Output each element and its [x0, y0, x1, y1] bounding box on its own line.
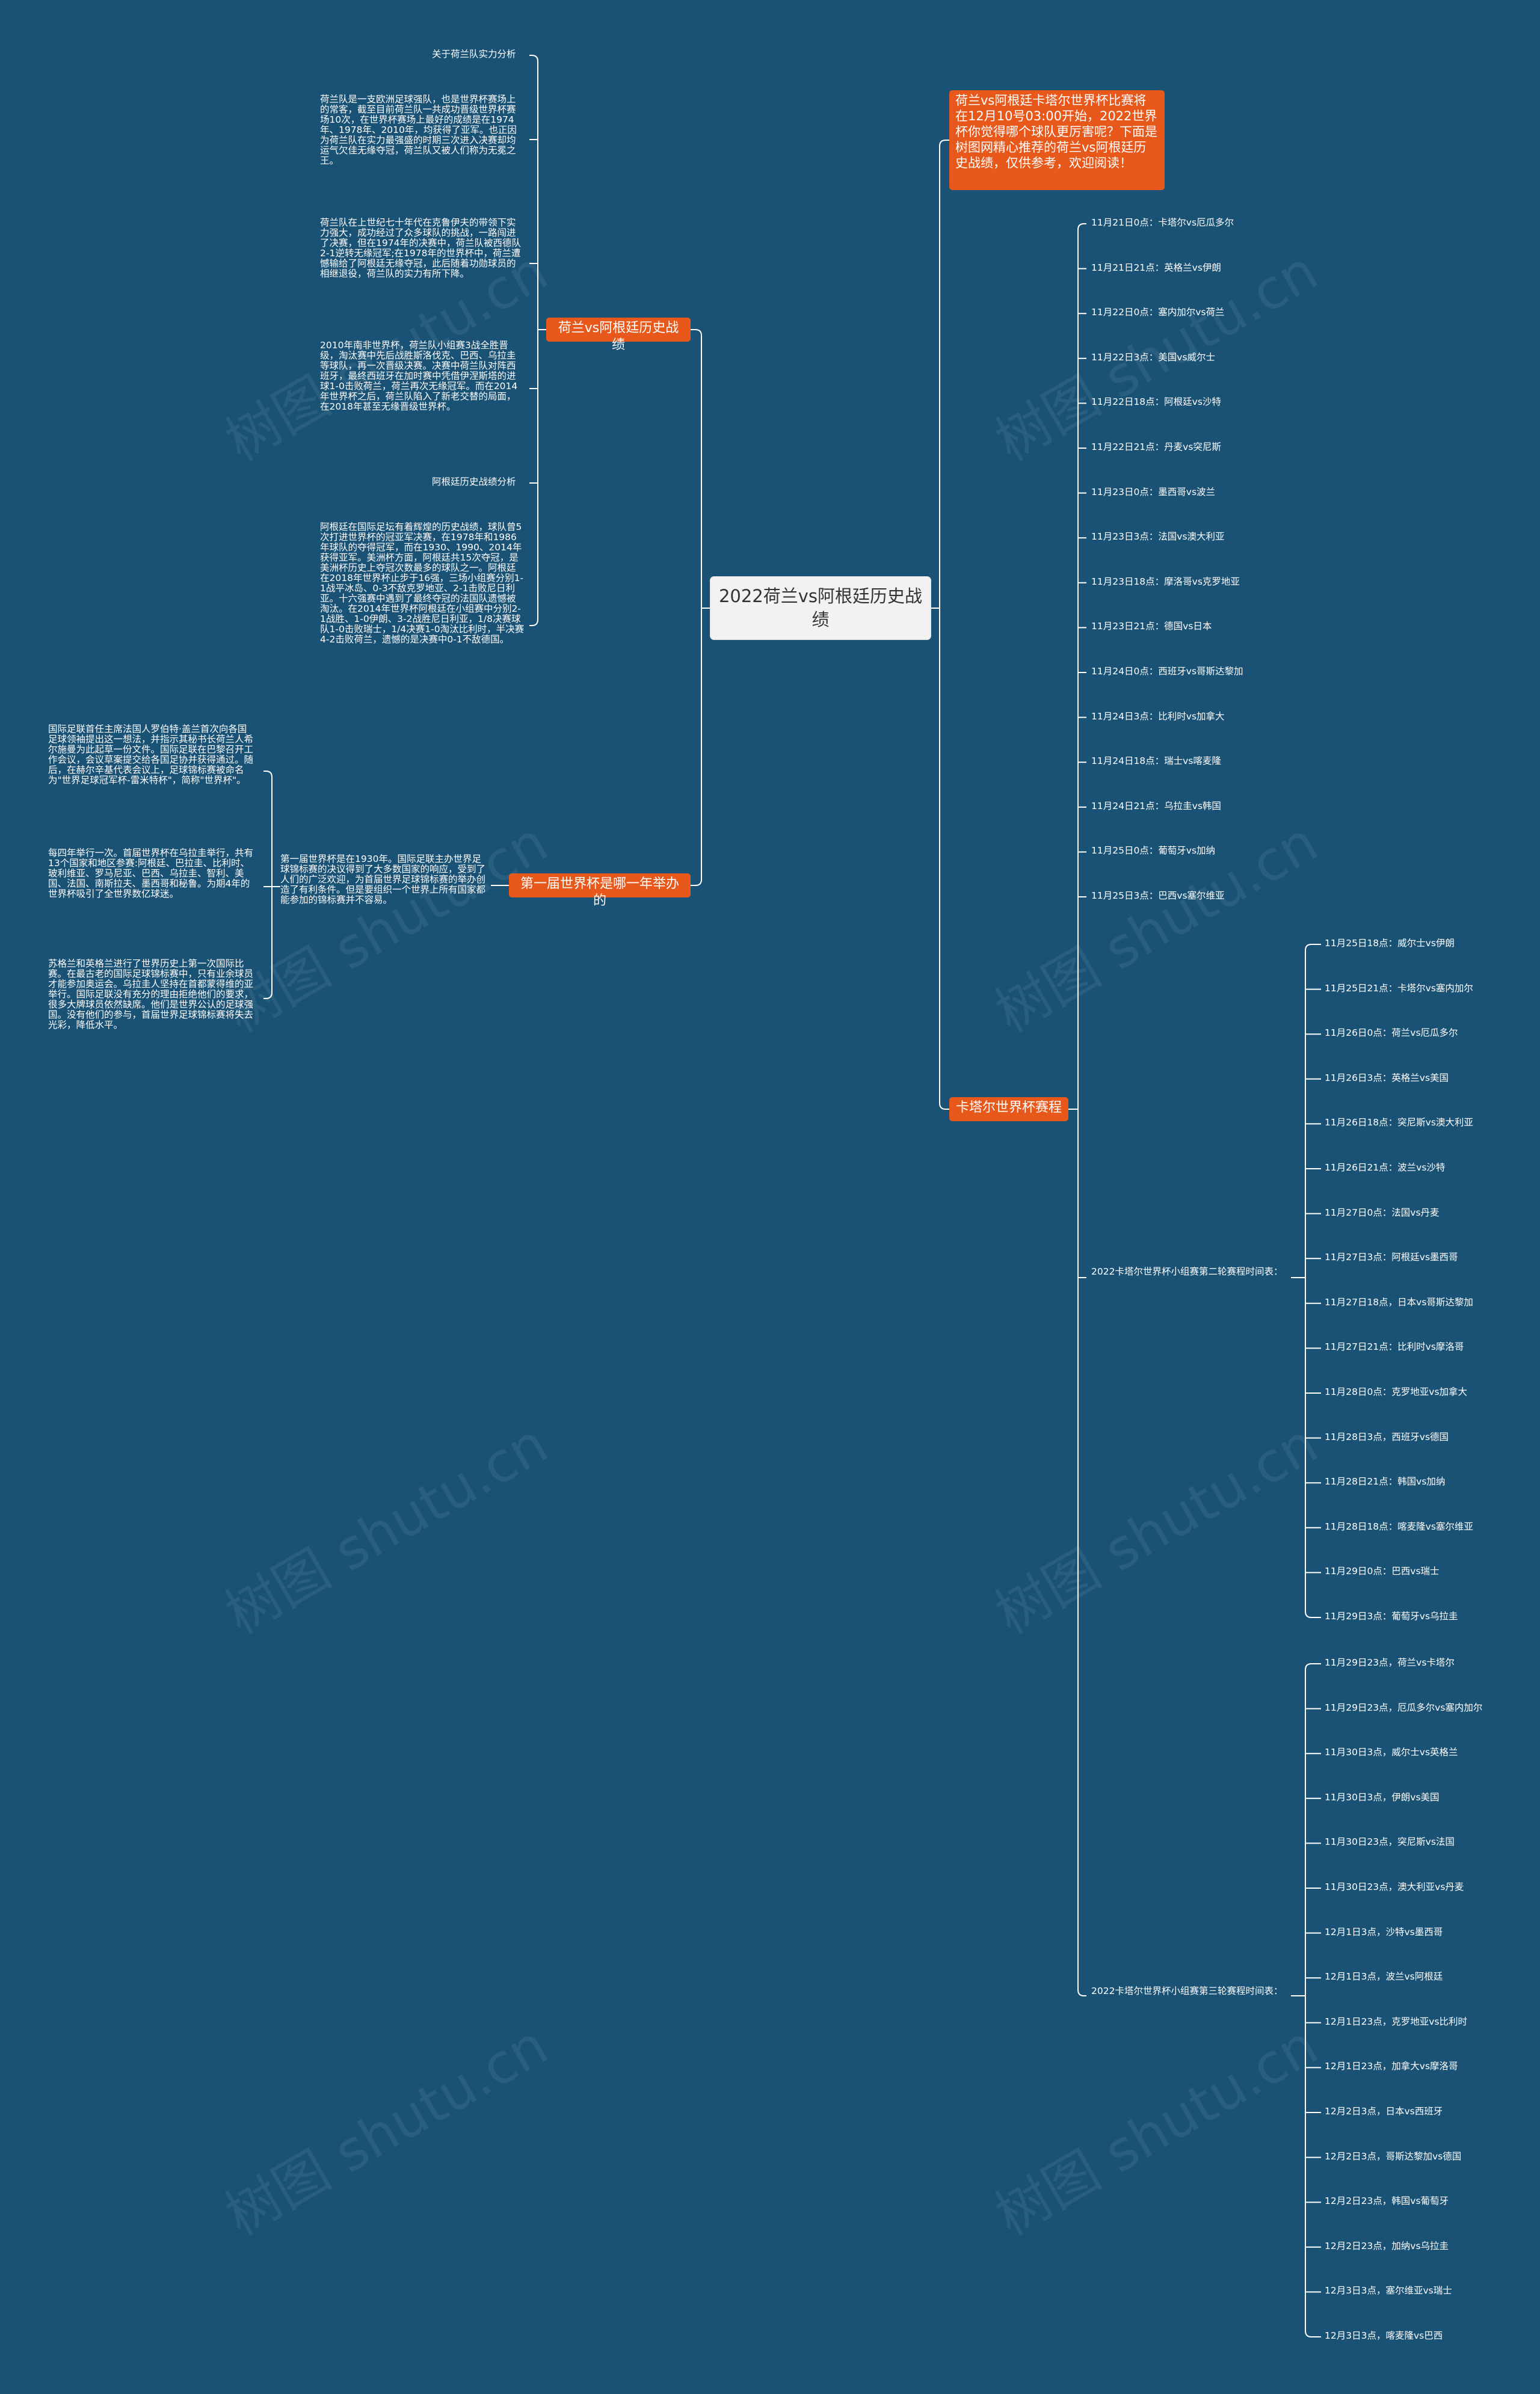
connector-line [939, 140, 949, 147]
round3-match: 12月2日23点，加纳vs乌拉圭 [1325, 2240, 1449, 2251]
round3-match: 11月30日23点，突尼斯vs法国 [1325, 1836, 1455, 1848]
connector-line [263, 992, 273, 999]
connector-line [691, 879, 702, 886]
nl-analysis-p1: 荷兰队是一支欧洲足球强队，也是世界杯赛场上的常客，截至目前荷兰队一共成功晋级世界… [320, 94, 517, 166]
round1-match: 11月22日21点：丹麦vs突尼斯 [1091, 442, 1221, 452]
round2-match: 11月26日18点：突尼斯vs澳大利亚 [1325, 1117, 1473, 1128]
branch-history[interactable]: 荷兰vs阿根廷历史战绩 [546, 318, 691, 352]
first-worldcup-p2: 每四年举行一次。首届世界杯在乌拉圭举行，共有13个国家和地区参赛:阿根廷、巴拉圭… [48, 848, 254, 899]
round2-match: 11月27日18点，日本vs哥斯达黎加 [1325, 1296, 1473, 1308]
first-worldcup-p1: 国际足联首任主席法国人罗伯特·盖兰首次向各国足球领袖提出这一想法，并指示其秘书长… [48, 724, 254, 786]
round3-match: 12月2日3点，哥斯达黎加vs德国 [1325, 2150, 1462, 2162]
round2-match: 11月27日21点：比利时vs摩洛哥 [1325, 1341, 1464, 1353]
root-topic[interactable]: 2022荷兰vs阿根廷历史战绩 [710, 576, 931, 640]
round3-label: 2022卡塔尔世界杯小组赛第三轮赛程时间表： [1091, 1986, 1283, 1996]
round3-match: 12月1日3点，沙特vs墨西哥 [1325, 1926, 1443, 1937]
round3-match: 11月30日3点，伊朗vs美国 [1325, 1791, 1440, 1803]
connector-line [1305, 2330, 1321, 2337]
round3-match: 12月1日23点，加拿大vs摩洛哥 [1325, 2061, 1458, 2072]
round2-match: 11月28日0点：克罗地亚vs加拿大 [1325, 1386, 1468, 1397]
round2-match: 11月26日0点：荷兰vs厄瓜多尔 [1325, 1027, 1458, 1039]
round2-label: 2022卡塔尔世界杯小组赛第二轮赛程时间表： [1091, 1266, 1283, 1277]
round3-match: 12月2日23点，韩国vs葡萄牙 [1325, 2196, 1449, 2207]
round2-match: 11月28日21点：韩国vs加纳 [1325, 1476, 1446, 1488]
connector-line [691, 329, 702, 336]
round3-match: 11月29日23点，厄瓜多尔vs塞内加尔 [1325, 1702, 1483, 1713]
round1-match: 11月25日0点：葡萄牙vs加纳 [1091, 845, 1216, 857]
round2-match: 11月25日18点：威尔士vs伊朗 [1325, 938, 1455, 949]
connector-line [529, 619, 538, 626]
round1-match: 11月25日3点：巴西vs塞尔维亚 [1091, 890, 1225, 901]
branch-first-worldcup[interactable]: 第一届世界杯是哪一年举办的 [509, 873, 691, 908]
connector-line [1305, 1611, 1321, 1618]
round2-match: 11月25日21点：卡塔尔vs塞内加尔 [1325, 982, 1473, 994]
round1-match: 11月21日21点：英格兰vs伊朗 [1091, 262, 1221, 273]
first-worldcup-main: 第一届世界杯是在1930年。国际足联主办世界足球锦标赛的决议得到了大多数国家的响… [280, 854, 486, 905]
round2-match: 11月26日21点：波兰vs沙特 [1325, 1162, 1446, 1173]
round1-match: 11月21日0点：卡塔尔vs厄瓜多尔 [1091, 217, 1234, 228]
round2-match: 11月27日3点：阿根廷vs墨西哥 [1325, 1252, 1458, 1263]
round2-match: 11月29日3点：葡萄牙vs乌拉圭 [1325, 1611, 1458, 1622]
branch-schedule[interactable]: 卡塔尔世界杯赛程 [949, 1097, 1068, 1121]
round3-match: 12月1日23点，克罗地亚vs比利时 [1325, 2016, 1468, 2027]
round3-match: 12月3日3点，喀麦隆vs巴西 [1325, 2330, 1443, 2341]
nl-analysis-title: 关于荷兰队实力分析 [432, 49, 516, 60]
round1-match: 11月23日3点：法国vs澳大利亚 [1091, 531, 1225, 543]
connector-line [1305, 1663, 1321, 1670]
round2-match: 11月29日0点：巴西vs瑞士 [1325, 1566, 1440, 1577]
round3-match: 11月29日23点，荷兰vs卡塔尔 [1325, 1657, 1455, 1668]
ar-analysis-title: 阿根廷历史战绩分析 [432, 476, 516, 487]
round2-match: 11月28日3点，西班牙vs德国 [1325, 1431, 1449, 1442]
round3-match: 12月3日3点，塞尔维亚vs瑞士 [1325, 2285, 1452, 2297]
connector-line [939, 1103, 949, 1110]
round1-match: 11月22日0点：塞内加尔vs荷兰 [1091, 307, 1225, 318]
connector-line [263, 771, 273, 778]
round2-match: 11月27日0点：法国vs丹麦 [1325, 1207, 1440, 1218]
connector-line [1305, 944, 1321, 951]
round3-match: 12月2日3点，日本vs西班牙 [1325, 2106, 1443, 2117]
nl-analysis-p2: 荷兰队在上世纪七十年代在克鲁伊夫的带领下实力强大，成功经过了众多球队的挑战，一路… [320, 217, 521, 279]
connector-line [1077, 223, 1086, 230]
first-worldcup-p3: 苏格兰和英格兰进行了世界历史上第一次国际比赛。在最古老的国际足球锦标赛中，只有业… [48, 958, 254, 1030]
connector-line [1077, 1989, 1086, 1996]
round1-match: 11月22日18点：阿根廷vs沙特 [1091, 396, 1221, 408]
round3-match: 12月1日3点，波兰vs阿根廷 [1325, 1971, 1443, 1983]
round2-match: 11月26日3点：英格兰vs美国 [1325, 1072, 1449, 1083]
round1-match: 11月23日0点：墨西哥vs波兰 [1091, 486, 1216, 497]
connector-line [529, 55, 538, 62]
branch-intro[interactable]: 荷兰vs阿根廷卡塔尔世界杯比赛将在12月10号03:00开始，2022世界杯你觉… [949, 90, 1165, 190]
round1-match: 11月24日21点：乌拉圭vs韩国 [1091, 800, 1221, 811]
round1-match: 11月24日18点：瑞士vs喀麦隆 [1091, 755, 1221, 767]
round1-match: 11月23日21点：德国vs日本 [1091, 621, 1212, 632]
round1-match: 11月24日0点：西班牙vs哥斯达黎加 [1091, 666, 1243, 677]
round1-match: 11月24日3点：比利时vs加拿大 [1091, 710, 1225, 722]
round3-match: 11月30日23点，澳大利亚vs丹麦 [1325, 1882, 1464, 1892]
nl-analysis-p3: 2010年南非世界杯，荷兰队小组赛3战全胜晋级，淘汰赛中先后战胜斯洛伐克、巴西、… [320, 340, 518, 412]
round1-match: 11月23日18点：摩洛哥vs克罗地亚 [1091, 576, 1240, 587]
ar-analysis-p1: 阿根廷在国际足坛有着辉煌的历史战绩，球队曾5次打进世界杯的冠亚军决赛，在1978… [320, 522, 525, 645]
round3-match: 11月30日3点，威尔士vs英格兰 [1325, 1747, 1458, 1758]
round2-match: 11月28日18点：喀麦隆vs塞尔维亚 [1325, 1521, 1473, 1532]
round1-match: 11月22日3点：美国vs威尔士 [1091, 351, 1216, 363]
